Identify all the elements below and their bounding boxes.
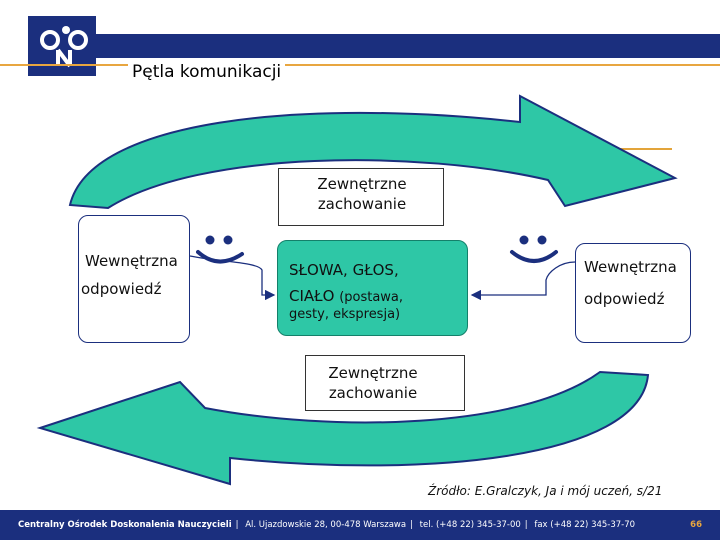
bottom-box-line2: zachowanie <box>328 384 418 402</box>
left-box-line1: Wewnętrzna <box>85 252 178 270</box>
external-behavior-bottom-box: Zewnętrzne zachowanie <box>305 355 465 411</box>
smiley-face-right-icon <box>510 235 558 263</box>
right-box-line2: odpowiedź <box>584 290 665 308</box>
center-box-line2-main: CIAŁO <box>289 287 335 305</box>
internal-response-right-box: Wewnętrzna odpowiedź <box>575 243 691 343</box>
connector-right <box>470 261 576 301</box>
top-box-line1: Zewnętrzne <box>317 175 407 193</box>
footer-org: Centralny Ośrodek Doskonalenia Nauczycie… <box>18 520 232 530</box>
footer-address: Al. Ujazdowskie 28, 00-478 Warszawa <box>245 520 407 530</box>
center-box-line2: CIAŁO (postawa, <box>289 287 403 306</box>
page-number: 66 <box>690 520 702 530</box>
center-box-line1: SŁOWA, GŁOS, <box>289 261 399 279</box>
source-citation: Źródło: E.Gralczyk, Ja i mój uczeń, s/21 <box>428 484 663 498</box>
center-box-line3: gesty, ekspresja) <box>289 307 401 322</box>
top-box-line2: zachowanie <box>317 195 407 213</box>
curved-arrow-bottom <box>36 370 650 486</box>
header-band <box>96 34 720 58</box>
external-behavior-top-box: Zewnętrzne zachowanie <box>278 168 444 226</box>
bottom-box-line1: Zewnętrzne <box>328 364 418 382</box>
footer-bar: Centralny Ośrodek Doskonalenia Nauczycie… <box>0 510 720 540</box>
logo-mark-icon <box>40 26 88 68</box>
smiley-face-left-icon <box>196 235 244 264</box>
footer-phone: tel. (+48 22) 345-37-00 <box>419 520 521 530</box>
footer-fax: fax (+48 22) 345-37-70 <box>534 520 636 530</box>
words-voice-body-box: SŁOWA, GŁOS, CIAŁO (postawa, gesty, eksp… <box>277 240 468 336</box>
connector-left <box>189 255 276 301</box>
center-box-line2-note: (postawa, <box>339 290 404 305</box>
curved-arrow-top <box>68 94 678 210</box>
page-title: Pętla komunikacji <box>128 62 286 82</box>
right-box-line1: Wewnętrzna <box>584 258 677 276</box>
left-box-line2: odpowiedź <box>81 280 162 298</box>
header-rule <box>0 64 720 66</box>
internal-response-left-box: Wewnętrzna odpowiedź <box>78 215 190 343</box>
logo <box>28 16 96 76</box>
